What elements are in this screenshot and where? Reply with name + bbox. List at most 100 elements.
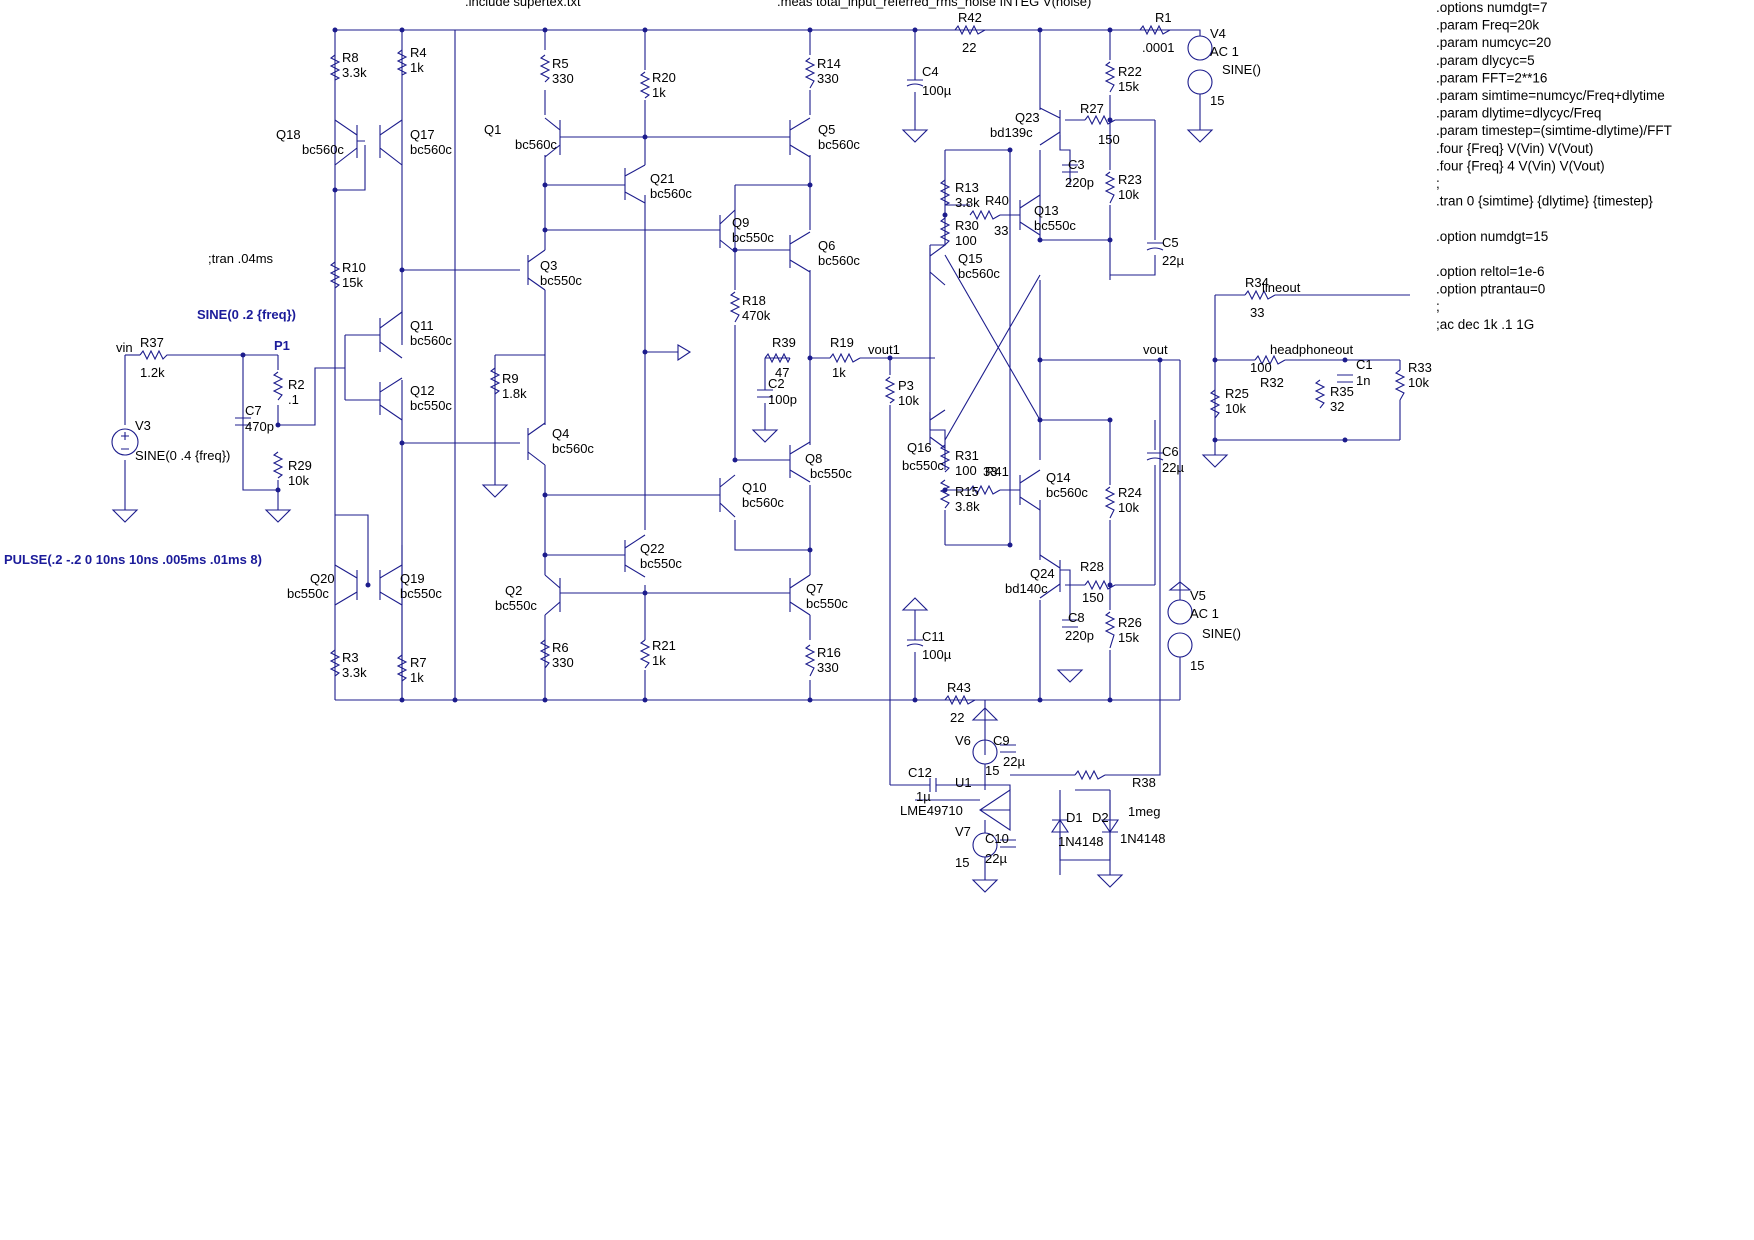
junction-dot (1342, 437, 1348, 443)
junction-dot (1037, 697, 1043, 703)
component-name-r31: R31 (955, 448, 979, 463)
component-value-q13: bc550c (1034, 218, 1076, 233)
ground-icon (1056, 669, 1084, 683)
resistor-r14 (804, 57, 816, 89)
component-name-q21: Q21 (650, 171, 675, 186)
component-value-r14: 330 (817, 71, 839, 86)
component-name-q4: Q4 (552, 426, 569, 441)
junction-dot (1037, 27, 1043, 33)
component-value-r32: 100 (1250, 360, 1272, 375)
component-name-c2: C2 (768, 376, 785, 391)
junction-dot (912, 697, 918, 703)
component-name-r40: R40 (985, 193, 1009, 208)
resistor-r40 (969, 209, 1001, 221)
component-name-r42: R42 (958, 10, 982, 25)
component-value-v4v: 15 (1210, 93, 1224, 108)
component-name-r6: R6 (552, 640, 569, 655)
ground-icon (1201, 454, 1229, 468)
resistor-r34 (1244, 289, 1276, 301)
resistor-r4 (396, 49, 408, 76)
component-name-q3: Q3 (540, 258, 557, 273)
component-name-r9: R9 (502, 371, 519, 386)
component-value-q4: bc560c (552, 441, 594, 456)
component-value-r19: 1k (832, 365, 846, 380)
component-value-r3: 3.3k (342, 665, 367, 680)
rail-up-icon (901, 597, 929, 611)
transistor-q6 (789, 231, 811, 273)
component-value-q7: bc550c (806, 596, 848, 611)
capacitor-c4 (906, 79, 924, 87)
component-name-r3: R3 (342, 650, 359, 665)
component-name-r25: R25 (1225, 386, 1249, 401)
component-value-u1: LME49710 (900, 803, 963, 818)
component-value-r16: 330 (817, 660, 839, 675)
resistor-r10 (329, 261, 341, 289)
junction-dot (542, 227, 548, 233)
component-value-q9: bc550c (732, 230, 774, 245)
transistors (334, 107, 1061, 616)
meas-directive: .meas total_input_referred_rms_noise INT… (777, 0, 1091, 9)
junction-dot (399, 440, 405, 446)
junction-dot (1037, 357, 1043, 363)
component-value-r34: 33 (1250, 305, 1264, 320)
component-value-r40: 33 (994, 223, 1008, 238)
transistor-q20 (334, 564, 358, 606)
component-name-v6: V6 (955, 733, 971, 748)
component-name-r16: R16 (817, 645, 841, 660)
rail-up-icon (971, 707, 999, 721)
transistor-q4 (527, 422, 546, 466)
transistor-q8 (789, 441, 811, 483)
component-name-r41: R41 (985, 464, 1009, 479)
component-value-c3: 220p (1065, 175, 1094, 190)
resistor-r30 (939, 217, 951, 246)
transistor-q2 (544, 574, 561, 616)
diodes (1050, 800, 1120, 860)
ground-icon (971, 879, 999, 893)
junction-dot (1107, 117, 1113, 123)
component-value-v5: AC 1 (1190, 606, 1219, 621)
component-name-r4: R4 (410, 45, 427, 60)
spice-directive-line: .param Freq=20k (1436, 18, 1539, 33)
component-name-r18: R18 (742, 293, 766, 308)
grounds (111, 129, 1229, 893)
component-name-r27: R27 (1080, 101, 1104, 116)
component-value-v4s: SINE() (1222, 62, 1261, 77)
resistor-r21 (639, 639, 651, 669)
capacitors (235, 79, 1353, 848)
component-value-r39: 47 (775, 365, 789, 380)
component-value-q10: bc560c (742, 495, 784, 510)
spice-directive-line: ;ac dec 1k .1 1G (1436, 317, 1534, 332)
component-name-c10: C10 (985, 831, 1009, 846)
component-name-c5: C5 (1162, 235, 1179, 250)
junction-dot (542, 697, 548, 703)
resistor-r5 (539, 54, 551, 83)
junction-dot (1157, 357, 1163, 363)
junction-dot (807, 697, 813, 703)
comments: ;tran .04ms SINE(0 .2 {freq}) PULSE(.2 -… (4, 251, 296, 567)
spice-directive-line: .four {Freq} 4 V(Vin) V(Vout) (1436, 158, 1605, 173)
junction-dot (1107, 237, 1113, 243)
capacitor-c12 (915, 778, 950, 792)
component-value-v5s: SINE() (1202, 626, 1241, 641)
junction-dot (942, 212, 948, 218)
include-directive: .include supertex.txt (465, 0, 581, 9)
component-value-q1: bc560c (515, 137, 557, 152)
tran-comment: ;tran .04ms (208, 251, 274, 266)
resistor-r9 (489, 367, 501, 395)
component-labels: R83.3kR41kQ18bc560cQ17bc560cR1015kQ11bc5… (135, 10, 1432, 870)
transistor-q16 (929, 409, 946, 449)
component-value-c6: 22µ (1162, 460, 1184, 475)
transistor-q14 (1019, 469, 1041, 511)
resistor-r1 (1139, 24, 1171, 36)
component-name-p3: P3 (898, 378, 914, 393)
junction-dot (240, 352, 246, 358)
component-name-r19: R19 (830, 335, 854, 350)
source-v3 (111, 428, 139, 456)
component-name-r10: R10 (342, 260, 366, 275)
junction-dot (807, 27, 813, 33)
component-name-r1: R1 (1155, 10, 1172, 25)
junction-dot (365, 582, 371, 588)
component-name-q8: Q8 (805, 451, 822, 466)
spice-directive-line: .param dlytime=dlycyc/Freq (1436, 106, 1601, 121)
component-value-c11: 100µ (922, 647, 952, 662)
